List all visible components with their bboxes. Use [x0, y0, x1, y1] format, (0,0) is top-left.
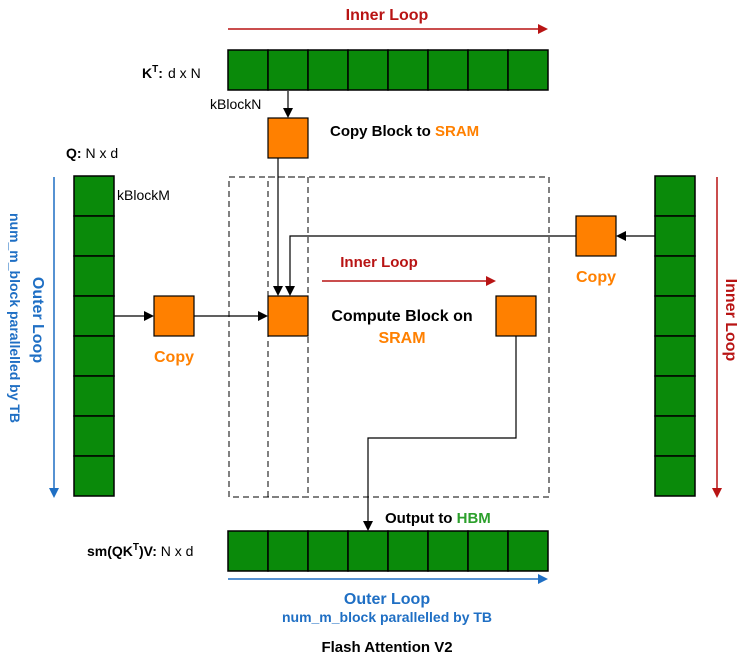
kt-label: KT: [142, 64, 163, 81]
q-block [73, 255, 115, 297]
sram-region-column [267, 176, 309, 498]
outer-loop-bottom-label: Outer Loop [344, 591, 430, 608]
copy-right-label: Copy [576, 269, 616, 286]
result-block [495, 295, 537, 337]
outer-loop-bottom-sublabel: num_m_block parallelled by TB [282, 609, 492, 625]
kt-block [267, 49, 309, 91]
kt-block [467, 49, 509, 91]
kt-dims-label: d x N [168, 65, 201, 81]
copy-left-label: Copy [154, 349, 194, 366]
output-block [307, 530, 349, 572]
kt-block [227, 49, 269, 91]
output-block [427, 530, 469, 572]
kt-matrix [227, 49, 549, 91]
q-block [73, 215, 115, 257]
inner-loop-top-label: Inner Loop [346, 7, 429, 24]
q-block [73, 375, 115, 417]
v-block [654, 255, 696, 297]
kt-block [307, 49, 349, 91]
v-block [654, 335, 696, 377]
outer-loop-left-sublabel: num_m_block parallelled by TB [7, 213, 23, 423]
v-block [654, 295, 696, 337]
output-block [347, 530, 389, 572]
q-copy-block [153, 295, 195, 337]
q-block [73, 295, 115, 337]
output-to-hbm-label: Output to HBM [385, 510, 491, 527]
compute-label-line1: Compute Block on [331, 308, 472, 325]
compute-block [267, 295, 309, 337]
q-block [73, 455, 115, 497]
vcopy-to-compute-arrow [285, 235, 576, 296]
output-matrix [227, 530, 549, 572]
v-block [654, 215, 696, 257]
kt-sram-block [267, 117, 309, 159]
kt-block [427, 49, 469, 91]
q-block [73, 335, 115, 377]
kt-block [347, 49, 389, 91]
v-matrix [654, 175, 696, 497]
v-block [654, 415, 696, 457]
q-block [73, 415, 115, 457]
v-block [654, 175, 696, 217]
output-block [467, 530, 509, 572]
compute-label-line2: SRAM [378, 330, 425, 347]
v-block [654, 375, 696, 417]
copy-block-label: Copy Block to SRAM [330, 123, 479, 140]
output-block [267, 530, 309, 572]
kt-block [387, 49, 429, 91]
output-block [227, 530, 269, 572]
q-matrix [73, 175, 115, 497]
kblockn-label: kBlockN [210, 96, 261, 112]
footer-title: Flash Attention V2 [321, 639, 452, 656]
kblockm-label: kBlockM [117, 187, 170, 203]
output-matrix-label: sm(QKT)V: N x d [87, 542, 193, 559]
kt-block [507, 49, 549, 91]
outer-loop-left-label: Outer Loop [29, 277, 46, 363]
q-block [73, 175, 115, 217]
inner-loop-mid-label: Inner Loop [340, 254, 418, 271]
sram-region-outer [228, 176, 550, 498]
v-block [654, 455, 696, 497]
q-label: Q: N x d [66, 145, 118, 161]
output-block [507, 530, 549, 572]
v-copy-block [575, 215, 617, 257]
inner-loop-right-label: Inner Loop [722, 279, 739, 362]
result-to-output-arrow [363, 336, 517, 531]
output-block [387, 530, 429, 572]
